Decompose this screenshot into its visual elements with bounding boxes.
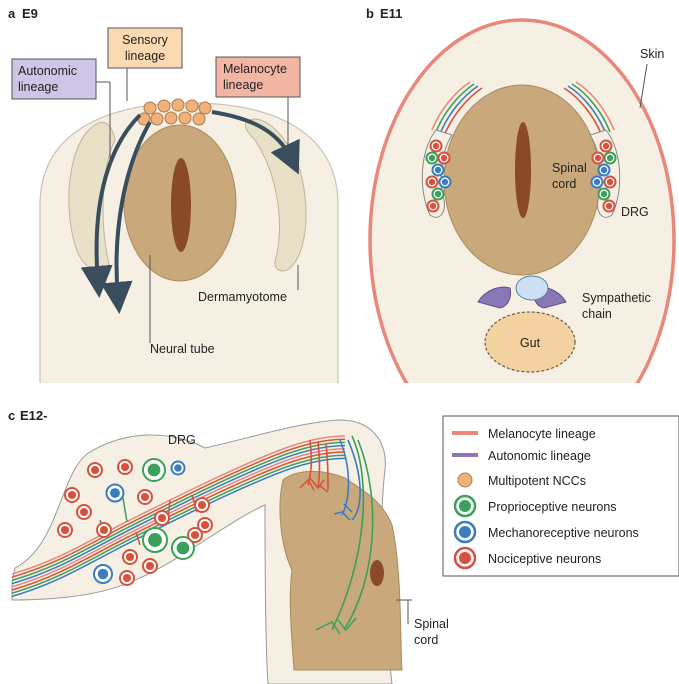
proprioceptive-neuron [433,189,444,200]
mechanoreceptive-neuron [172,462,185,475]
nociceptive-neuron [58,523,72,537]
sympathetic-center [516,276,548,300]
legend-autonomic-label: Autonomic lineage [488,449,591,463]
nociceptive-neuron [605,177,616,188]
nociceptive-neuron [188,528,202,542]
spinal-cord-label-1: Spinal [552,161,587,175]
mechanoreceptive-neuron [599,165,610,176]
nociceptive-neuron [601,141,612,152]
nociceptive-neuron [439,153,450,164]
spinal-cord-c-lumen [370,560,384,586]
mechanoreceptive-neuron [592,177,603,188]
panel-c-letter: c [8,408,15,423]
autonomic-lineage-label-1: Autonomic [18,64,77,78]
autonomic-lineage-label-2: lineage [18,80,58,94]
nociceptive-neuron [97,523,111,537]
panel-b: b E11 Spinal cord DRG [366,6,674,460]
mechanoreceptive-neuron [107,485,124,502]
nociceptive-neuron [118,460,132,474]
panel-a-stage: E9 [22,6,38,21]
nociceptive-neuron [427,177,438,188]
proprioceptive-neuron [427,153,438,164]
legend-nociceptive-label: Nociceptive neurons [488,552,601,566]
proprioceptive-neuron [143,528,167,552]
sensory-lineage-label-2: lineage [125,49,165,63]
mechanoreceptive-neuron [440,177,451,188]
nociceptive-neuron [428,201,439,212]
legend-nociceptive-swatch [455,548,475,568]
drg-label-b: DRG [621,205,649,219]
nociceptive-neuron [65,488,79,502]
skin-label: Skin [640,47,664,61]
dermamyotome-label: Dermamyotome [198,290,287,304]
gut-label: Gut [520,336,541,350]
neural-tube-label: Neural tube [150,342,215,356]
panel-a: a E9 Sensory lineage [8,6,338,385]
melanocyte-lineage-label-1: Melanocyte [223,62,287,76]
nociceptive-neuron [143,559,157,573]
sympathetic-label-1: Sympathetic [582,291,651,305]
nociceptive-neuron [88,463,102,477]
panel-c-stage: E12- [20,408,47,423]
legend-mechanoreceptive-swatch [455,522,475,542]
mechanoreceptive-neuron [94,565,112,583]
nociceptive-neuron [431,141,442,152]
nociceptive-neuron [123,550,137,564]
melanocyte-lineage-label-2: lineage [223,78,263,92]
legend-multipotent-label: Multipotent NCCs [488,474,586,488]
legend-melanocyte-label: Melanocyte lineage [488,427,596,441]
proprioceptive-neuron [599,189,610,200]
nociceptive-neuron [120,571,134,585]
nociceptive-neuron [195,498,209,512]
legend-proprioceptive-swatch [455,496,475,516]
sympathetic-label-2: chain [582,307,612,321]
panel-a-letter: a [8,6,16,21]
nociceptive-neuron [77,505,91,519]
legend: Melanocyte lineage Autonomic lineage Mul… [443,416,679,576]
sensory-lineage-label-1: Sensory [122,33,169,47]
panel-b-stage: E11 [380,6,402,21]
legend-multipotent-swatch [458,473,472,487]
proprioceptive-neuron [143,459,165,481]
nociceptive-neuron [593,153,604,164]
spinal-cord-lumen [515,122,531,218]
spinal-cord-c-label-2: cord [414,633,438,647]
legend-mechanoreceptive-label: Mechanoreceptive neurons [488,526,639,540]
panel-b-letter: b [366,6,374,21]
proprioceptive-neuron [605,153,616,164]
spinal-cord-c-label-1: Spinal [414,617,449,631]
mechanoreceptive-neuron [433,165,444,176]
nociceptive-neuron [155,511,169,525]
neural-tube-lumen [171,158,191,252]
spinal-cord-label-2: cord [552,177,576,191]
nociceptive-neuron [604,201,615,212]
nociceptive-neuron [138,490,152,504]
legend-proprioceptive-label: Proprioceptive neurons [488,500,617,514]
drg-label-c: DRG [168,433,196,447]
panel-c: c E12- DRG Spinal cord [8,408,449,684]
